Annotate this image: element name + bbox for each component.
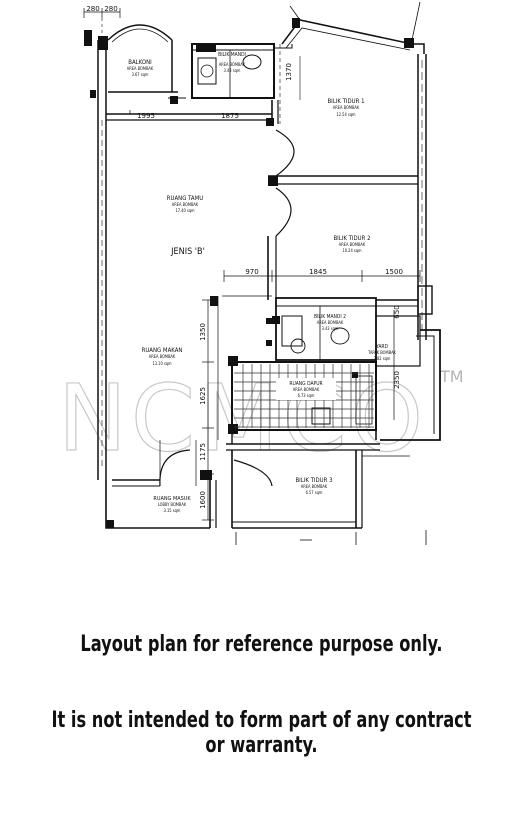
- balkoni-name: BALKONI: [128, 59, 152, 66]
- dimension-d10: 1625: [199, 387, 207, 405]
- bilik-tidur-3-area: 6.57 sqm: [306, 490, 323, 495]
- disclaimer-line-2: It is not intended to form part of any c…: [51, 708, 472, 758]
- balkoni-area: 3.67 sqm: [132, 72, 149, 77]
- bilik-tidur-3-name: BILIK TIDUR 3: [295, 477, 332, 484]
- bilik-tidur-2-area: 10.24 sqm: [342, 248, 362, 253]
- ruang-masuk-area: 3.15 sqm: [164, 508, 181, 513]
- bilik-tidur-3-sub: AREA BOMBAK: [301, 484, 328, 489]
- ruang-tamu-name: RUANG TAMU: [167, 195, 204, 202]
- dimension-d13: 650: [393, 305, 401, 318]
- bilik-tidur-2-sub: AREA BOMBAK: [339, 242, 366, 247]
- dimension-d4: 1875: [221, 112, 239, 120]
- dimension-d3: 1995: [137, 112, 155, 120]
- ruang-masuk-sub: LOBBY BOMBAK: [158, 502, 187, 507]
- ruang-dapur-name: RUANG DAPUR: [289, 381, 322, 387]
- ruang-dapur-sub: AREA BOMBAK: [293, 387, 320, 392]
- bilik-air-1-area: 3.43 sqm: [224, 68, 241, 73]
- ruang-makan-area: 13.10 sqm: [152, 361, 172, 366]
- dimension-d12: 1600: [199, 491, 207, 509]
- dimension-labels: 280 280 1995 1875 1370 970 1845 1500 135…: [86, 5, 403, 509]
- unit-type-label: JENIS 'B': [170, 247, 205, 257]
- bilik-tidur-1-name: BILIK TIDUR 1: [327, 98, 364, 105]
- ruang-dapur-area: 6.73 sqm: [298, 393, 315, 398]
- bilik-air-1-sub: AREA BOMBAK: [219, 62, 246, 67]
- yard-sub: TAPAK BOMBAK: [367, 350, 396, 355]
- bilik-air-1-name: BILIK MANDI: [218, 52, 246, 58]
- dimension-d9: 1350: [199, 323, 207, 341]
- ruang-masuk-name: RUANG MASUK: [153, 496, 191, 502]
- room-labels: BALKONI AREA BOMBAK 3.67 sqm BILIK MANDI…: [127, 52, 397, 513]
- dimension-d1: 280: [86, 5, 99, 13]
- ruang-makan-sub: AREA BOMBAK: [149, 354, 176, 359]
- dimension-d6: 970: [245, 268, 258, 276]
- dimension-d2: 280: [104, 5, 117, 13]
- yard-area: 2.82 sqm: [374, 356, 391, 361]
- bilik-tidur-1-sub: AREA BOMBAK: [333, 105, 360, 110]
- ruang-tamu-sub: AREA BOMBAK: [172, 202, 199, 207]
- trademark-mark: TM: [439, 367, 464, 386]
- floor-plan: NCMCO TM: [57, 1, 464, 545]
- dimension-d7: 1845: [309, 268, 327, 276]
- bilik-tidur-1-area: 12.54 sqm: [336, 112, 356, 117]
- ruang-makan-name: RUANG MAKAN: [142, 347, 183, 354]
- dimension-d14: 2350: [393, 371, 401, 389]
- watermark: NCMCO TM: [57, 364, 464, 472]
- balkoni-sub: AREA BOMBAK: [127, 66, 154, 71]
- disclaimer-line-1: Layout plan for reference purpose only.: [80, 632, 443, 657]
- bilik-tidur-2-name: BILIK TIDUR 2: [333, 235, 370, 242]
- bilik-air-2-sub: AREA BOMBAK: [317, 320, 344, 325]
- bilik-air-2-area: 3.43 sqm: [322, 326, 339, 331]
- ruang-tamu-area: 17.40 sqm: [175, 208, 195, 213]
- watermark-text: NCMCO: [58, 365, 427, 472]
- yard-name: YARD: [376, 344, 389, 350]
- dimension-d5: 1370: [285, 63, 293, 81]
- dimension-d8: 1500: [385, 268, 403, 276]
- bilik-air-2-name: BILIK MANDI 2: [314, 314, 346, 320]
- dimension-d11: 1175: [199, 443, 207, 461]
- walls: [83, 1, 441, 545]
